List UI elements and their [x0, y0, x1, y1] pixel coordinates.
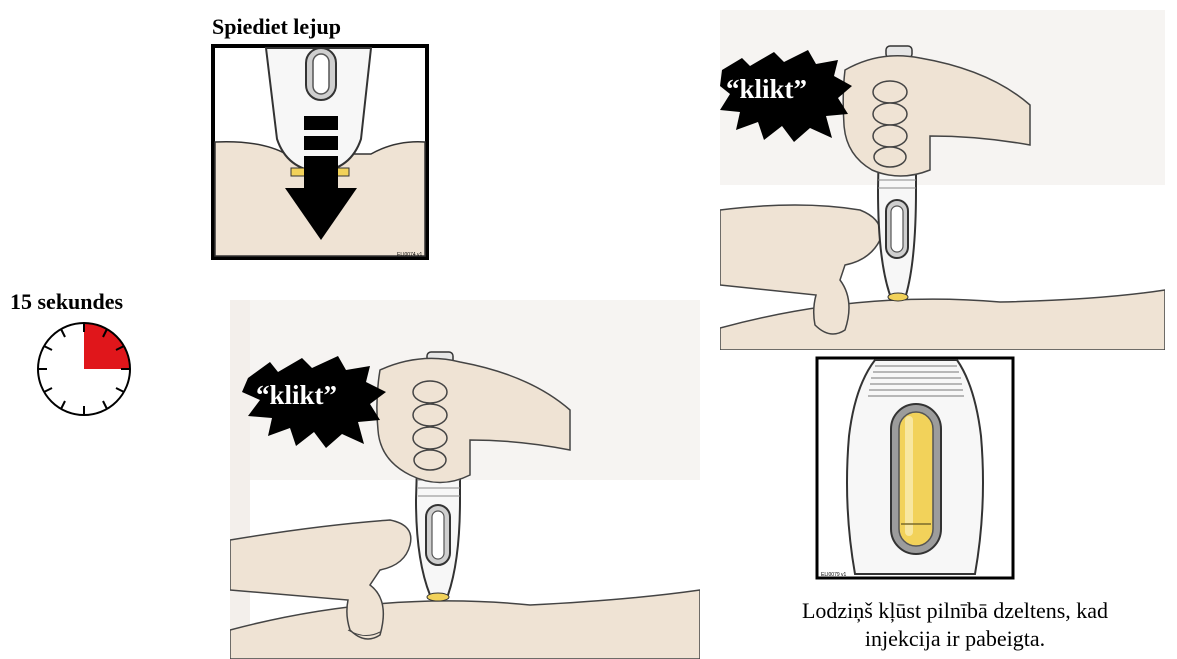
- click-sound-label: “klikt”: [256, 380, 337, 410]
- window-panel-code: ELI0079 v1: [821, 572, 847, 578]
- yellow-window-illustration: ELI0079 v1: [815, 356, 1017, 582]
- timer-heading: 15 sekundes: [10, 289, 123, 315]
- press-down-heading: Spiediet lejup: [212, 14, 341, 40]
- click-sound-label-top: “klikt”: [726, 74, 807, 104]
- press-down-illustration: ELI0074 v1: [211, 44, 431, 262]
- injection-click-illustration: “klikt”: [230, 300, 700, 659]
- injection-click-illustration-top: “klikt”: [720, 10, 1165, 350]
- stopwatch-icon: [33, 318, 135, 420]
- caption-line-1: Lodziņš kļūst pilnībā dzeltens, kad: [735, 597, 1175, 625]
- caption-line-2: injekcija ir pabeigta.: [735, 625, 1175, 653]
- press-panel-code: ELI0074 v1: [397, 252, 423, 258]
- yellow-window-caption: Lodziņš kļūst pilnībā dzeltens, kad inje…: [735, 597, 1175, 653]
